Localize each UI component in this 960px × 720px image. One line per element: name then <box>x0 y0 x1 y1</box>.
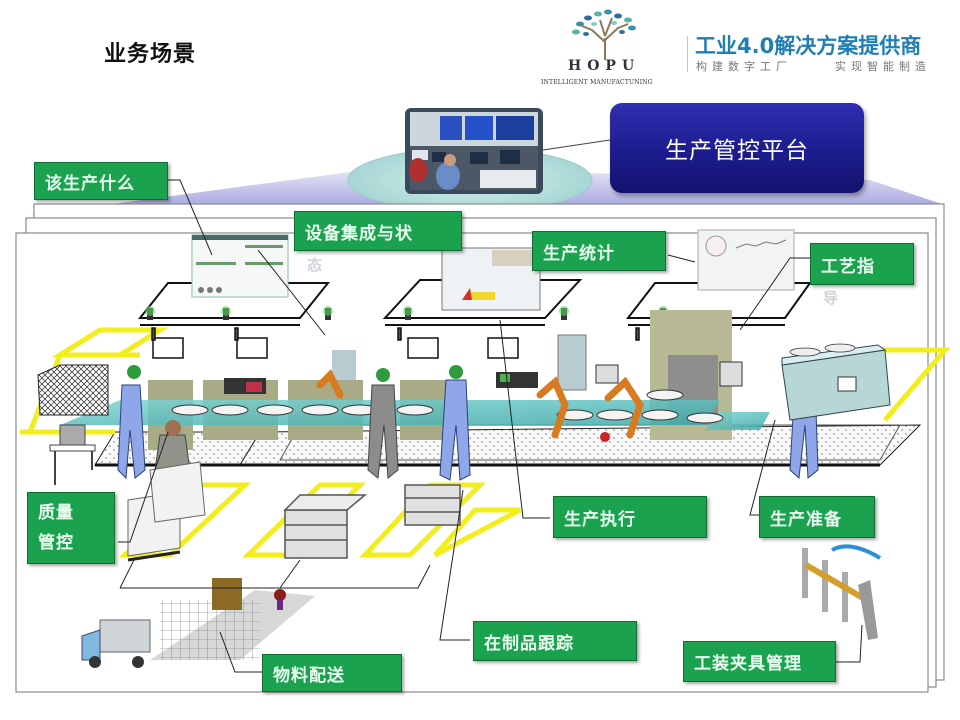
label-quality-control[interactable]: 质量 管控 <box>27 492 115 564</box>
what-to-produce-screen <box>191 234 289 298</box>
label-process-guidance[interactable]: 工艺指 <box>810 243 914 285</box>
quality-cabinet <box>127 461 206 562</box>
equipment-status-screen <box>441 247 541 311</box>
label-tooling-management[interactable]: 工装夹具管理 <box>683 641 836 682</box>
statistics-dashboard <box>697 229 795 291</box>
hanging-monitors <box>151 327 640 359</box>
tools-illustration <box>802 544 882 640</box>
brand-divider <box>687 36 688 72</box>
label-production-preparation[interactable]: 生产准备 <box>759 496 875 538</box>
label-equipment-integration-overflow: 态 <box>307 256 323 274</box>
control-room-photo <box>405 108 543 194</box>
logo-name: HOPU <box>568 58 641 74</box>
page-title: 业务场景 <box>104 42 197 67</box>
warehouse-area <box>150 578 315 660</box>
label-production-statistics[interactable]: 生产统计 <box>532 231 666 271</box>
signal-lights <box>145 306 668 320</box>
slogan-left: 构建数字工厂 <box>696 60 792 73</box>
production-control-platform[interactable]: 生产管控平台 <box>610 103 864 193</box>
machines <box>224 334 743 442</box>
logo-subtitle: INTELLIGENT MANUFACTUNING <box>541 79 653 86</box>
delivery-truck <box>81 619 151 668</box>
label-quality-control-line1: 质量 <box>38 503 74 523</box>
label-wip-tracking[interactable]: 在制品跟踪 <box>473 621 637 661</box>
robot-arms <box>316 369 644 439</box>
slogan-right: 实现智能制造 <box>835 60 931 73</box>
leader-lines <box>118 179 863 673</box>
label-what-to-produce[interactable]: 该生产什么 <box>34 162 168 200</box>
slogan-main: 工业4.0解决方案提供商 <box>695 34 922 58</box>
material-carts <box>283 484 461 559</box>
storage-rack <box>781 343 891 421</box>
label-process-guidance-overflow: 导 <box>823 289 839 307</box>
label-quality-control-line2: 管控 <box>38 533 74 553</box>
hopu-logo-tree-icon <box>572 9 636 60</box>
parts-cage <box>37 364 109 485</box>
label-production-execution[interactable]: 生产执行 <box>553 496 707 538</box>
label-material-delivery[interactable]: 物料配送 <box>262 654 402 692</box>
label-equipment-integration[interactable]: 设备集成与状 <box>294 211 462 251</box>
